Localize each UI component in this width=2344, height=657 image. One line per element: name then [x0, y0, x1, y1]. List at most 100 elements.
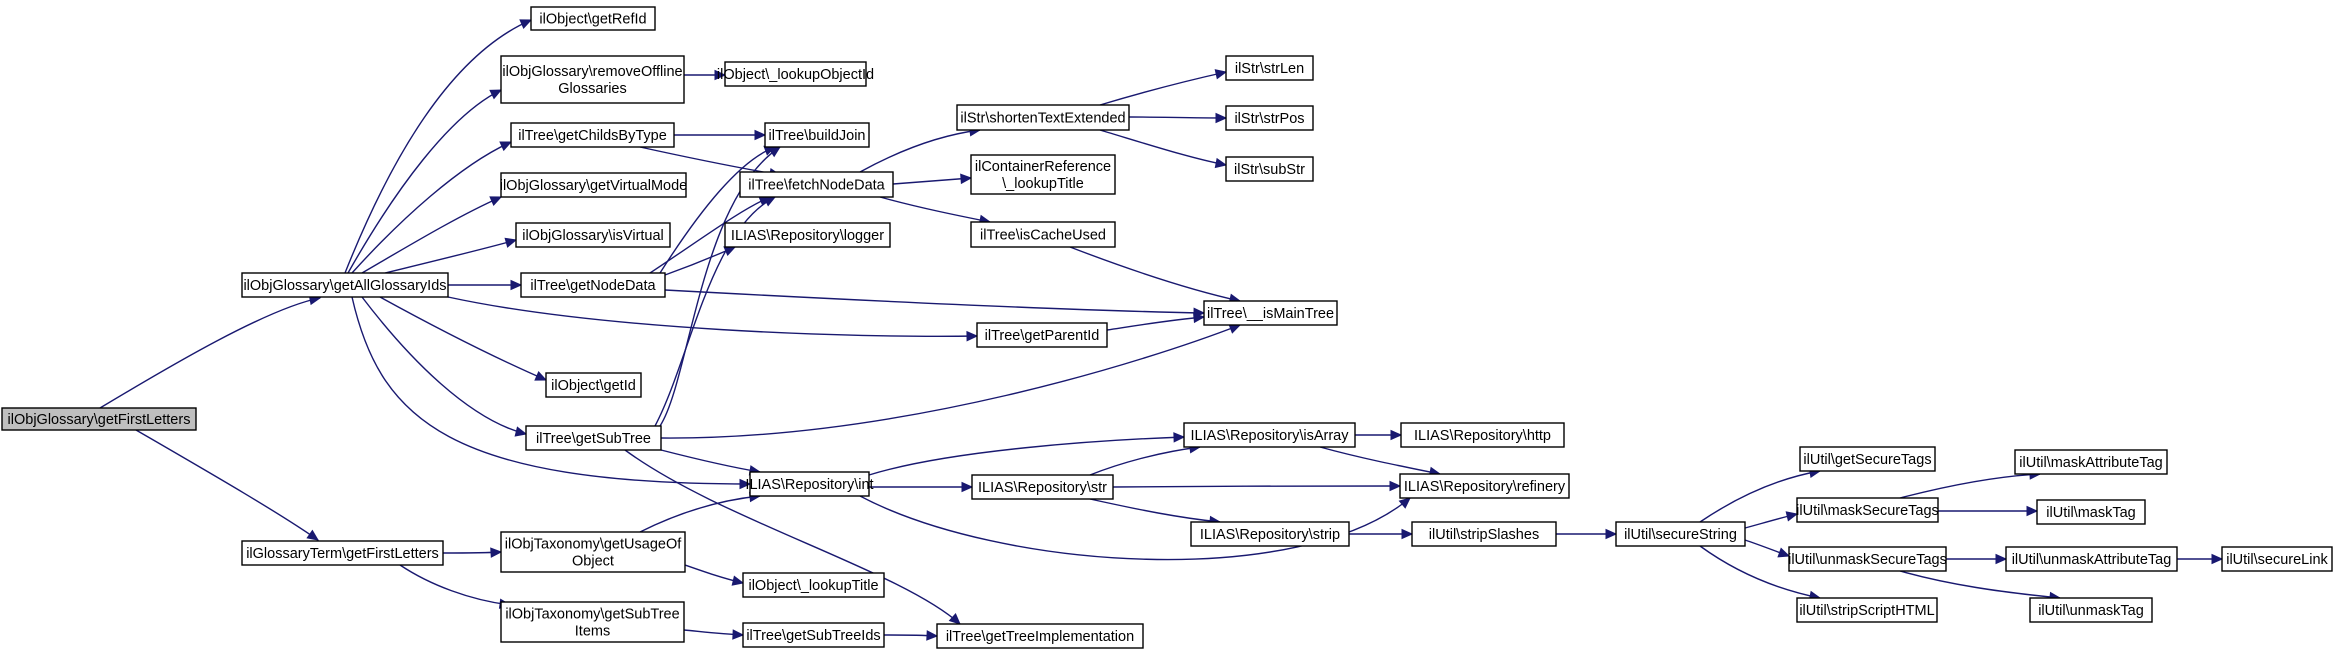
node-box-get-sub-tree[interactable] [525, 425, 662, 451]
node-box-str-len[interactable] [1225, 55, 1314, 81]
node-unmask-tag[interactable]: ilUtil\unmaskTag [2029, 597, 2153, 623]
node-box-container-lookup-title[interactable] [970, 154, 1116, 195]
node-repo-logger[interactable]: ILIAS\Repository\logger [724, 222, 891, 248]
node-box-unmask-secure-tags[interactable] [1788, 546, 1947, 572]
node-box-unmask-attribute-tag[interactable] [2005, 546, 2178, 572]
node-get-parent-id[interactable]: ilTree\getParentId [976, 322, 1108, 348]
node-box-glossary-term-get-first-letters[interactable] [241, 540, 444, 566]
node-strip-slashes[interactable]: ilUtil\stripSlashes [1411, 521, 1557, 547]
node-glossary-term-get-first-letters[interactable]: ilGlossaryTerm\getFirstLetters [241, 540, 444, 566]
node-is-main-tree[interactable]: ilTree\__isMainTree [1203, 300, 1338, 326]
arrowhead-getAllGlossaryIds-to-getVirtualMode [489, 196, 503, 207]
node-label-mask-tag: ilUtil\maskTag [2046, 505, 2135, 521]
node-secure-string[interactable]: ilUtil\secureString [1615, 521, 1746, 547]
node-mask-tag[interactable]: ilUtil\maskTag [2036, 499, 2146, 525]
node-box-remove-offline[interactable] [500, 55, 685, 104]
node-get-childs-by-type[interactable]: ilTree\getChildsByType [510, 122, 675, 148]
node-box-fetch-node-data[interactable] [739, 171, 894, 198]
node-repo-is-array[interactable]: ILIAS\Repository\isArray [1183, 422, 1356, 448]
node-secure-link[interactable]: ilUtil\secureLink [2221, 546, 2333, 572]
arrowhead-getAllGlossaryIds-to-removeOffline [489, 89, 503, 100]
node-box-get-secure-tags[interactable] [1799, 446, 1936, 472]
node-box-get-id[interactable] [545, 372, 642, 398]
node-box-get-sub-tree-items[interactable] [500, 601, 685, 643]
node-box-root[interactable] [1, 407, 197, 431]
node-is-virtual[interactable]: ilObjGlossary\isVirtual [515, 222, 671, 248]
node-box-secure-string[interactable] [1615, 521, 1746, 547]
node-get-secure-tags[interactable]: ilUtil\getSecureTags [1799, 446, 1936, 472]
node-box-repo-str[interactable] [971, 474, 1114, 500]
node-repo-str[interactable]: ILIAS\Repository\str [971, 474, 1114, 500]
node-get-sub-tree[interactable]: ilTree\getSubTree [525, 425, 662, 451]
node-root[interactable]: ilObjGlossary\getFirstLetters [1, 407, 197, 431]
node-get-all-glossary-ids[interactable]: ilObjGlossary\getAllGlossaryIds [241, 272, 449, 298]
node-box-repo-strip[interactable] [1190, 521, 1350, 547]
node-label-repo-logger: ILIAS\Repository\logger [731, 228, 884, 244]
node-mask-secure-tags[interactable]: ilUtil\maskSecureTags [1796, 497, 1939, 523]
node-label-get-secure-tags: ilUtil\getSecureTags [1803, 452, 1931, 468]
node-str-pos[interactable]: ilStr\strPos [1225, 105, 1314, 131]
node-box-get-virtual-mode[interactable] [500, 172, 687, 198]
node-label-object-lookup-title: ilObject\_lookupTitle [748, 578, 878, 594]
node-get-sub-tree-ids[interactable]: ilTree\getSubTreeIds [742, 622, 885, 648]
node-unmask-secure-tags[interactable]: ilUtil\unmaskSecureTags [1788, 546, 1947, 572]
node-strip-script-html[interactable]: ilUtil\stripScriptHTML [1796, 597, 1938, 623]
node-get-node-data[interactable]: ilTree\getNodeData [520, 272, 666, 298]
node-get-ref-id[interactable]: ilObject\getRefId [530, 6, 656, 31]
node-box-repo-is-array[interactable] [1183, 422, 1356, 448]
node-box-get-ref-id[interactable] [530, 6, 656, 31]
node-shorten-text-extended[interactable]: ilStr\shortenTextExtended [956, 104, 1130, 131]
node-box-mask-secure-tags[interactable] [1796, 497, 1939, 523]
node-get-virtual-mode[interactable]: ilObjGlossary\getVirtualMode [500, 172, 688, 198]
node-repo-strip[interactable]: ILIAS\Repository\strip [1190, 521, 1350, 547]
node-box-get-childs-by-type[interactable] [510, 122, 675, 148]
node-repo-int[interactable]: ILIAS\Repository\int [745, 471, 874, 497]
node-container-lookup-title[interactable]: ilContainerReference\_lookupTitle [970, 154, 1116, 195]
node-get-id[interactable]: ilObject\getId [545, 372, 642, 398]
node-box-repo-http[interactable] [1400, 422, 1565, 448]
node-label-get-tree-implementation: ilTree\getTreeImplementation [946, 629, 1134, 645]
node-box-is-cache-used[interactable] [970, 221, 1116, 248]
node-object-lookup-title[interactable]: ilObject\_lookupTitle [742, 572, 885, 598]
node-box-repo-logger[interactable] [724, 222, 891, 248]
node-box-get-sub-tree-ids[interactable] [742, 622, 885, 648]
node-repo-refinery[interactable]: ILIAS\Repository\refinery [1399, 473, 1570, 499]
node-box-mask-attribute-tag[interactable] [2014, 449, 2168, 475]
node-box-secure-link[interactable] [2221, 546, 2333, 572]
node-box-is-virtual[interactable] [515, 222, 671, 248]
node-box-sub-str[interactable] [1225, 156, 1314, 182]
node-box-get-parent-id[interactable] [976, 322, 1108, 348]
node-box-repo-int[interactable] [749, 471, 870, 497]
node-box-repo-refinery[interactable] [1399, 473, 1570, 499]
node-box-get-all-glossary-ids[interactable] [241, 272, 449, 298]
node-box-mask-tag[interactable] [2036, 499, 2146, 525]
node-box-get-usage-of-object[interactable] [500, 531, 686, 573]
node-box-strip-slashes[interactable] [1411, 521, 1557, 547]
node-box-unmask-tag[interactable] [2029, 597, 2153, 623]
node-box-is-main-tree[interactable] [1203, 300, 1338, 326]
node-fetch-node-data[interactable]: ilTree\fetchNodeData [739, 171, 894, 198]
node-box-lookup-object-id[interactable] [724, 61, 867, 87]
node-box-shorten-text-extended[interactable] [956, 104, 1130, 131]
node-mask-attribute-tag[interactable]: ilUtil\maskAttributeTag [2014, 449, 2168, 475]
node-box-strip-script-html[interactable] [1796, 597, 1938, 623]
node-get-tree-implementation[interactable]: ilTree\getTreeImplementation [936, 623, 1144, 649]
node-box-build-join[interactable] [764, 122, 870, 148]
node-box-get-tree-implementation[interactable] [936, 623, 1144, 649]
node-box-str-pos[interactable] [1225, 105, 1314, 131]
node-lookup-object-id[interactable]: ilObject\_lookupObjectId [717, 61, 874, 87]
node-str-len[interactable]: ilStr\strLen [1225, 55, 1314, 81]
node-is-cache-used[interactable]: ilTree\isCacheUsed [970, 221, 1116, 248]
node-build-join[interactable]: ilTree\buildJoin [764, 122, 870, 148]
node-label-sub-str: ilStr\subStr [1234, 162, 1305, 178]
node-box-object-lookup-title[interactable] [742, 572, 885, 598]
node-unmask-attribute-tag[interactable]: ilUtil\unmaskAttributeTag [2005, 546, 2178, 572]
node-repo-http[interactable]: ILIAS\Repository\http [1400, 422, 1565, 448]
arrowhead-glossaryTermGetFirstLetters-to-getUsageOfObject [490, 547, 503, 558]
node-sub-str[interactable]: ilStr\subStr [1225, 156, 1314, 182]
node-box-get-node-data[interactable] [520, 272, 666, 298]
